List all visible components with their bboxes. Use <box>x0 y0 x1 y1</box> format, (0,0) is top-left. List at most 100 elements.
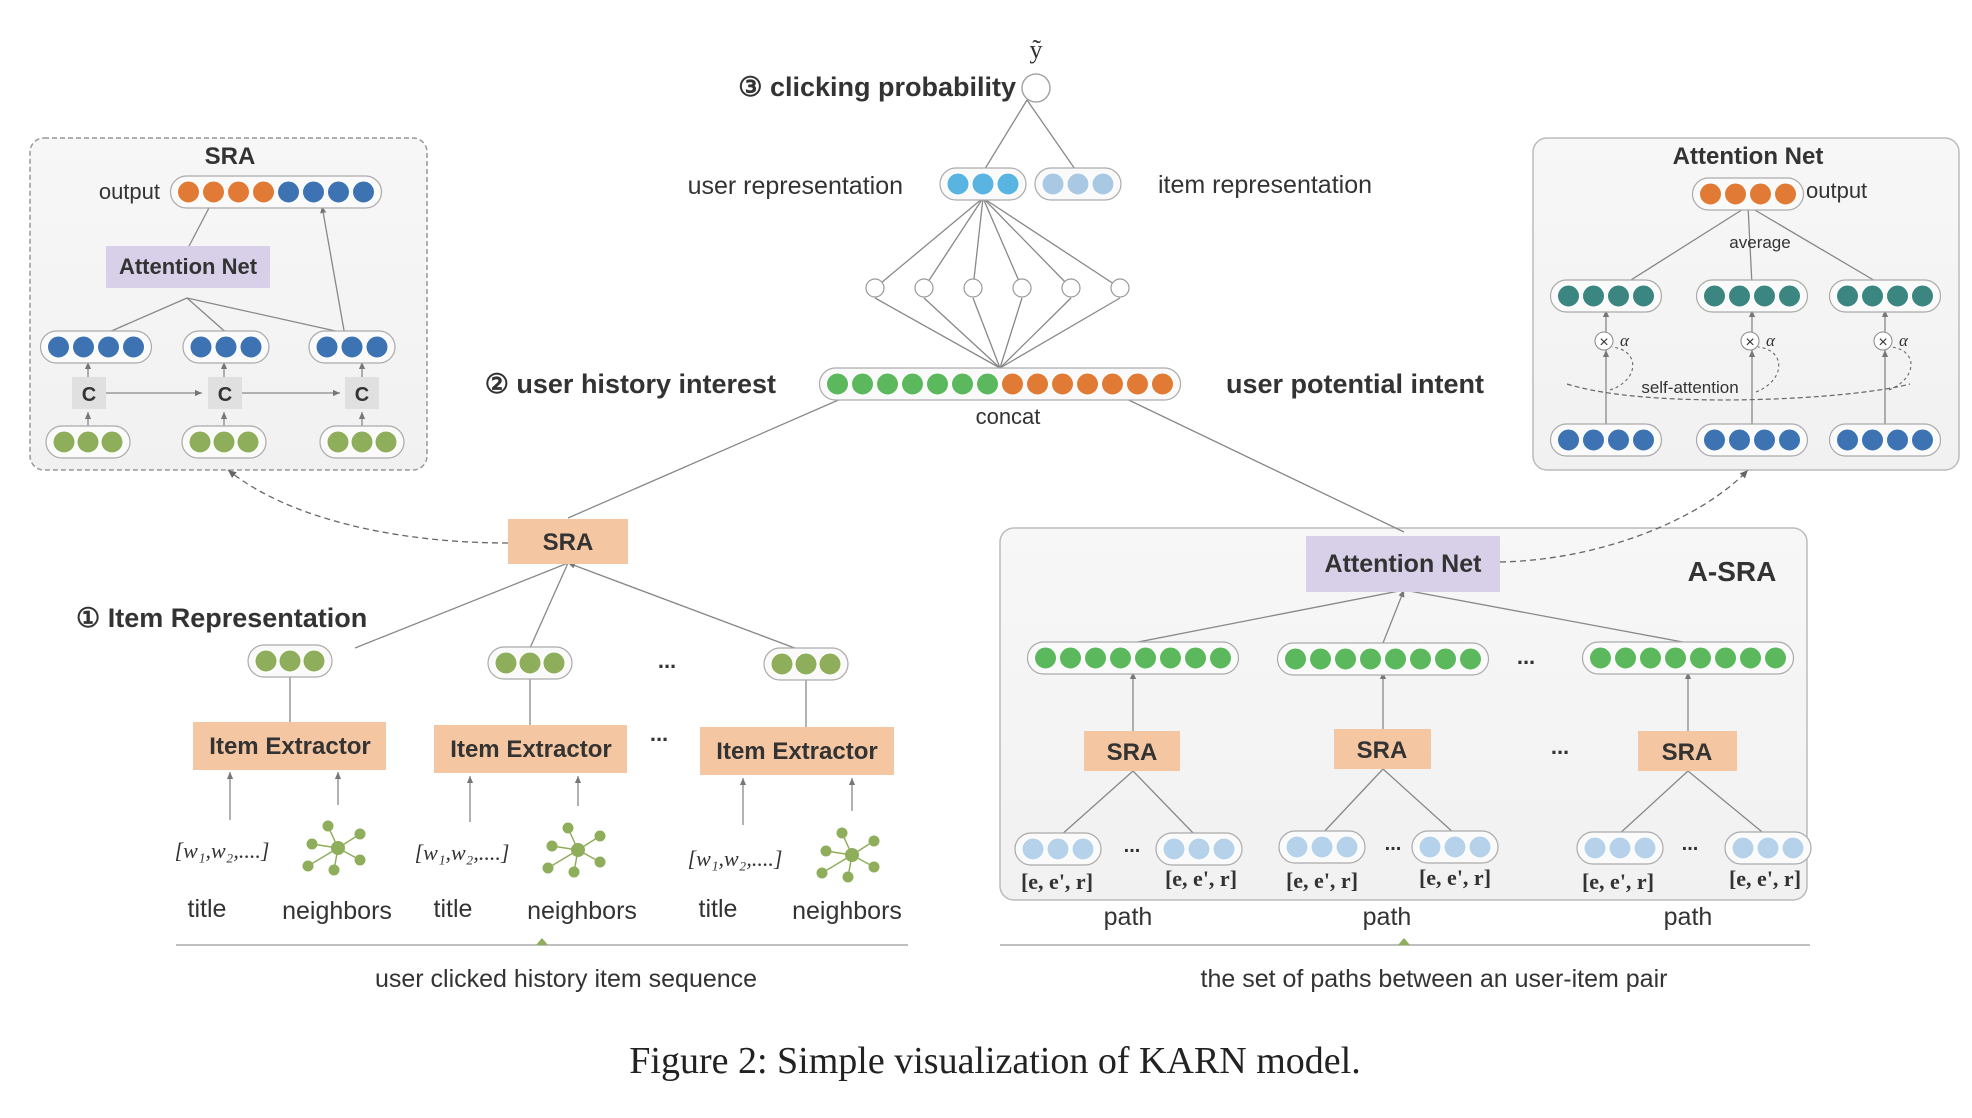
vector-unit <box>1583 836 1607 860</box>
vector-unit <box>794 652 818 676</box>
vector-unit <box>1335 835 1359 859</box>
vector-unit <box>1756 836 1780 860</box>
sra-cell-box <box>345 377 379 409</box>
vector-pill <box>169 175 383 209</box>
item-extractor-label: Item Extractor <box>450 736 611 763</box>
vector-unit <box>212 430 236 454</box>
sra-inset-hidden-vector <box>308 330 396 364</box>
path-sra-label: SRA <box>1107 739 1158 766</box>
title-label: title <box>699 895 738 923</box>
vector-unit <box>254 649 278 673</box>
vector-unit <box>1309 647 1332 671</box>
vector-unit <box>1459 647 1482 671</box>
vector-unit <box>1091 172 1115 196</box>
vector-unit <box>1753 428 1776 452</box>
vector-unit <box>326 430 350 454</box>
vector-unit <box>1778 284 1801 308</box>
path-entity-vector <box>1724 831 1812 865</box>
vector-unit <box>1285 835 1309 859</box>
vector-unit <box>214 335 238 359</box>
vector-unit <box>1151 372 1174 396</box>
ellipsis: ... <box>1551 734 1569 759</box>
graph-node <box>571 843 585 857</box>
vector-unit <box>1714 646 1737 670</box>
vector-unit <box>1886 284 1909 308</box>
graph-node <box>322 820 334 832</box>
neighbor-graph-icon <box>542 822 606 878</box>
neighbor-graphs <box>302 820 880 883</box>
y-hat-symbol: ỹ <box>1030 35 1043 64</box>
sra-inset-panel <box>29 137 428 471</box>
vector-unit <box>236 430 260 454</box>
vector-unit <box>340 335 364 359</box>
attention-inset-output-vector <box>1691 177 1805 211</box>
vector-pill <box>1695 423 1809 457</box>
vector-unit <box>1633 836 1657 860</box>
vector-unit <box>826 372 849 396</box>
vector-unit <box>1076 372 1099 396</box>
vector-pill <box>1828 423 1942 457</box>
user-potential-intent-label: user potential intent <box>1226 369 1484 399</box>
vector-unit <box>1911 428 1934 452</box>
vector-unit <box>1162 837 1186 861</box>
sra-cell-box <box>72 377 106 409</box>
vector-unit <box>1614 646 1637 670</box>
hidden-node <box>865 278 885 298</box>
asra-attention-box <box>1306 536 1500 592</box>
vector-pill <box>1026 641 1240 675</box>
alpha-symbol: α <box>1620 331 1630 350</box>
item-representation-heading: ① Item Representation <box>76 603 367 633</box>
vector-unit <box>202 180 225 204</box>
graph-node <box>816 867 828 879</box>
vector-unit <box>542 651 566 675</box>
left-caption: user clicked history item sequence <box>375 965 757 993</box>
concat-label: concat <box>976 404 1041 429</box>
vector-unit <box>252 180 275 204</box>
vector-unit <box>1334 647 1357 671</box>
self-attention-label: self-attention <box>1641 378 1738 397</box>
vector-unit <box>818 652 842 676</box>
graph-node <box>354 854 366 866</box>
attention-inset-input-vector <box>1695 423 1809 457</box>
vector-unit <box>1209 646 1232 670</box>
vector-unit <box>1607 284 1630 308</box>
graph-node <box>868 861 880 873</box>
vector-unit <box>1212 837 1236 861</box>
ellipsis: ... <box>1682 833 1699 855</box>
sra-inset-hidden-vector <box>39 330 153 364</box>
path-entity-vector <box>1576 831 1664 865</box>
neighbors-label: neighbors <box>527 897 637 925</box>
vector-unit <box>1861 284 1884 308</box>
attention-callout-arrow <box>1499 469 1749 563</box>
vector-unit <box>302 649 326 673</box>
vector-unit <box>327 180 350 204</box>
times-symbol: × <box>1599 334 1608 351</box>
neighbors-label: neighbors <box>282 897 392 925</box>
item-representation-vector <box>763 647 849 681</box>
vector-unit <box>1384 647 1407 671</box>
sra-cell-label: C <box>218 384 232 406</box>
vector-unit <box>374 430 398 454</box>
graph-node <box>354 828 366 840</box>
vector-unit <box>1582 284 1605 308</box>
hidden-node <box>963 278 983 298</box>
path-entity-vector <box>1155 832 1243 866</box>
item-representation-vector <box>487 646 573 680</box>
times-symbol: × <box>1745 334 1754 351</box>
labels: ỹ ③ clicking probability user representa… <box>76 35 1909 1082</box>
graph-node <box>836 827 848 839</box>
vector-unit <box>1739 646 1762 670</box>
title-label: title <box>188 895 227 923</box>
vector-unit <box>1911 284 1934 308</box>
vector-rows <box>39 167 1942 866</box>
vector-unit <box>996 172 1020 196</box>
vector-unit <box>976 372 999 396</box>
vector-unit <box>1046 837 1070 861</box>
sra-inset-attention-label: Attention Net <box>119 254 258 279</box>
path-encoding-vector <box>1276 642 1490 676</box>
vector-unit <box>1184 646 1207 670</box>
vector-unit <box>227 180 250 204</box>
vector-unit <box>1836 428 1859 452</box>
sra-inset-hidden-vector <box>182 330 270 364</box>
graph-node <box>842 871 854 883</box>
